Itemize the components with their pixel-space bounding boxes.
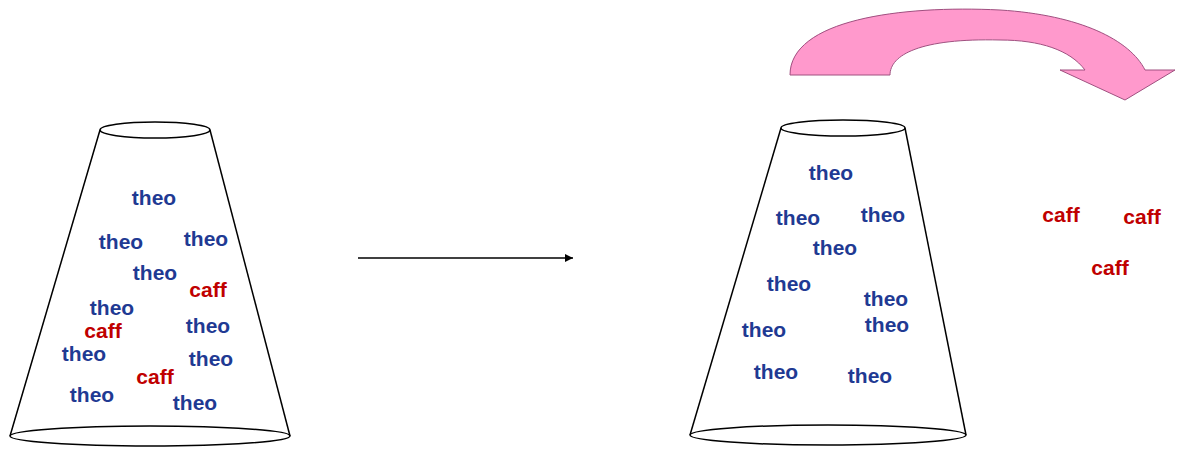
molecule-label: theo	[189, 348, 233, 370]
molecule-label: caff	[189, 279, 226, 301]
molecule-label: theo	[813, 237, 857, 259]
cup-node: theotheotheotheocafftheocafftheotheotheo…	[8, 118, 293, 448]
molecule-label: theo	[864, 288, 908, 310]
molecule-label: theo	[861, 204, 905, 226]
removed-molecule-label: caff	[1042, 204, 1079, 226]
molecule-label: theo	[90, 297, 134, 319]
molecule-label: theo	[133, 262, 177, 284]
process-arrow	[358, 257, 573, 259]
molecule-label: theo	[865, 314, 909, 336]
molecule-label: theo	[99, 231, 143, 253]
molecule-label: theo	[776, 207, 820, 229]
molecule-label: theo	[132, 187, 176, 209]
cup-line	[690, 425, 966, 445]
molecule-label: theo	[767, 273, 811, 295]
cup-line	[905, 128, 966, 435]
cup-node: theotheotheotheotheotheotheotheotheotheo	[688, 116, 970, 446]
molecule-label: theo	[184, 228, 228, 250]
cup-line	[10, 426, 290, 446]
molecule-label: theo	[848, 365, 892, 387]
cup-line	[100, 122, 210, 138]
molecule-label: caff	[136, 366, 173, 388]
molecule-label: theo	[186, 315, 230, 337]
molecule-label: theo	[809, 162, 853, 184]
molecule-label: caff	[84, 320, 121, 342]
removed-molecule-label: caff	[1123, 206, 1160, 228]
cup-line	[781, 120, 905, 136]
molecule-label: theo	[173, 392, 217, 414]
pink-arrow-shape	[790, 9, 1175, 100]
molecule-label: theo	[62, 343, 106, 365]
molecule-label: theo	[754, 361, 798, 383]
removed-molecule-label: caff	[1091, 257, 1128, 279]
molecule-label: theo	[742, 319, 786, 341]
molecule-label: theo	[70, 384, 114, 406]
